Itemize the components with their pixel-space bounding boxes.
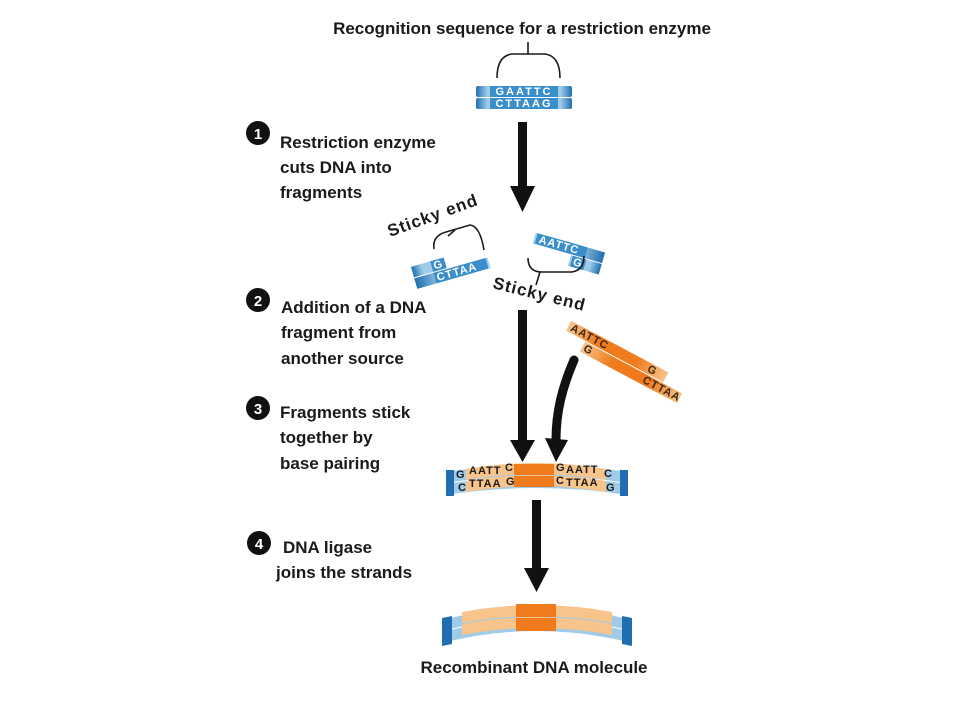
step-3-line-2: together by [280, 428, 373, 447]
fragment-left-top-bases: G [432, 258, 444, 272]
fragment-right-top-bases: AATTC [537, 234, 580, 257]
step-1-badge [246, 121, 270, 145]
fragment-left: G CTTAA [410, 257, 491, 289]
foreign-fragment: AATTC G G CTTAA [566, 320, 683, 404]
paired-bottom-4: C [556, 475, 564, 487]
step-1-number: 1 [254, 126, 262, 143]
step-1-line-2: cuts DNA into [280, 158, 392, 177]
recombinant-molecule [442, 604, 632, 646]
paired-bottom-2: TTAA [469, 478, 502, 490]
step-4-number: 4 [255, 536, 264, 553]
step-4: 4 DNA ligase joins the strands [247, 531, 412, 582]
paired-bottom-6: G [606, 482, 615, 494]
step-2-line-2: fragment from [281, 323, 396, 342]
step-4-line-1: DNA ligase [283, 538, 372, 557]
foreign-top-strand [566, 320, 669, 383]
step-2-number: 2 [254, 293, 262, 310]
step-3: 3 Fragments stick together by base pairi… [246, 396, 411, 473]
step-3-number: 3 [254, 401, 262, 418]
step-3-line-1: Fragments stick [280, 403, 411, 422]
step-2-badge [246, 288, 270, 312]
step-1-line-1: Restriction enzyme [280, 133, 436, 152]
arrow-ligate [524, 500, 549, 592]
arrow-join-left [510, 310, 535, 462]
fragment-right-bottom-bases: G [572, 256, 584, 270]
step-2: 2 Addition of a DNA fragment from anothe… [246, 288, 426, 368]
paired-top-3: C [505, 462, 513, 474]
fragment-right: AATTC G [532, 232, 606, 275]
sticky-end-label-right: Sticky end [491, 273, 588, 314]
paired-top-4: G [556, 462, 565, 474]
paired-top-1: G [456, 469, 465, 481]
paired-bottom-5: TTAA [566, 477, 599, 489]
step-4-badge [247, 531, 271, 555]
arrow-join-right [545, 355, 579, 462]
step-1: 1 Restriction enzyme cuts DNA into fragm… [246, 121, 436, 202]
sticky-bracket-left [432, 224, 485, 251]
recognition-top-bases: GAATTC [495, 86, 552, 98]
foreign-bottom-strand [579, 341, 683, 404]
step-3-badge [246, 396, 270, 420]
paired-molecule: G AATT C G AATT C C TTAA G C TTAA G [446, 462, 628, 496]
paired-top-6: C [604, 468, 612, 480]
sticky-end-label-left: Sticky end [385, 190, 481, 240]
arrow-cut [510, 122, 535, 212]
step-2-line-1: Addition of a DNA [281, 298, 426, 317]
recognition-bottom-bases: CTTAAG [495, 98, 552, 110]
recognition-title: Recognition sequence for a restriction e… [333, 19, 711, 38]
recognition-dna: GAATTC CTTAAG [476, 86, 572, 110]
paired-top-5: AATT [566, 464, 599, 476]
step-2-line-3: another source [281, 349, 404, 368]
recognition-bracket [496, 53, 561, 79]
recombinant-label: Recombinant DNA molecule [420, 658, 647, 677]
step-4-line-2: joins the strands [275, 563, 412, 582]
step-3-line-3: base pairing [280, 454, 380, 473]
paired-top-2: AATT [469, 465, 502, 477]
paired-bottom-1: C [458, 482, 466, 494]
sticky-bracket-right [527, 255, 585, 273]
step-1-line-3: fragments [280, 183, 362, 202]
paired-bottom-3: G [506, 476, 515, 488]
